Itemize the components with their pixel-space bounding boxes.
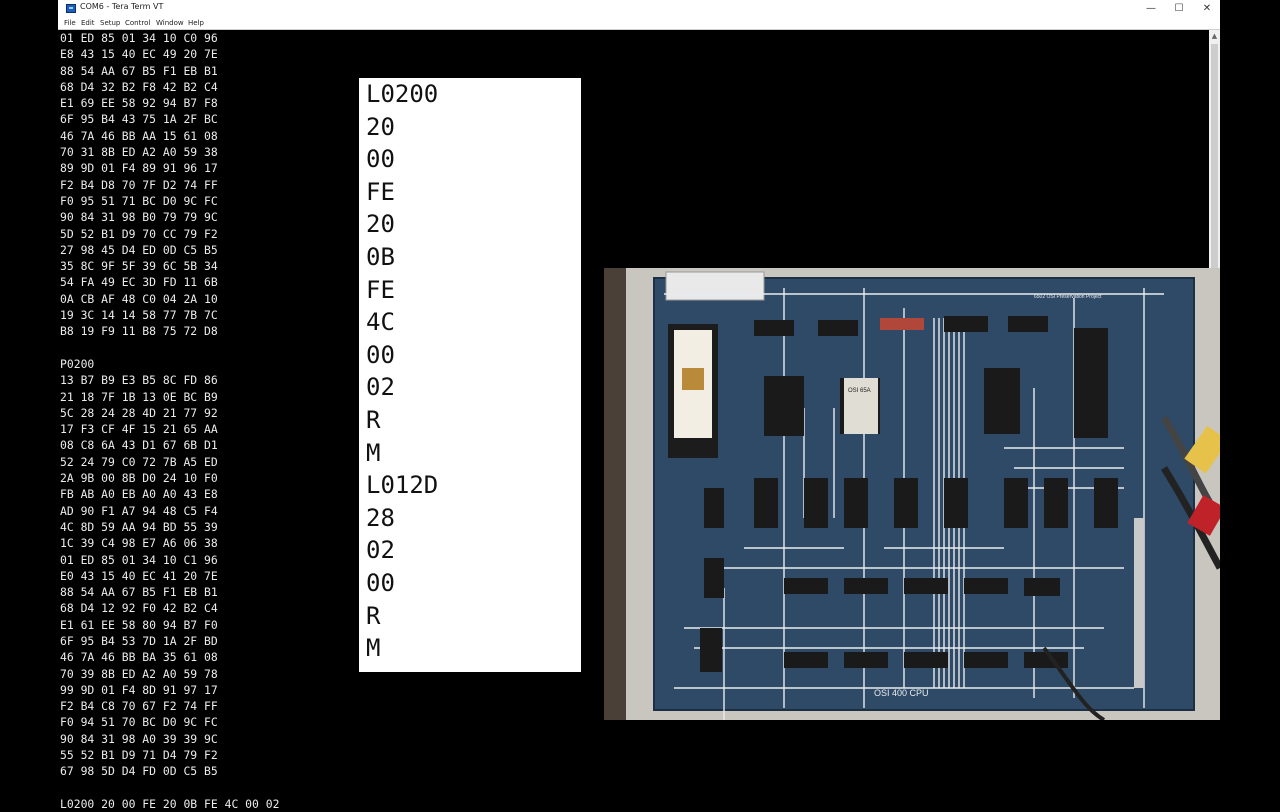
terminal-line: E8 43 15 40 EC 49 20 7E (60, 47, 218, 62)
terminal-line: 17 F3 CF 4F 15 21 65 AA (60, 422, 218, 437)
overlay-command-line: 20 (366, 112, 395, 141)
terminal-line: 01 ED 85 01 34 10 C0 96 (60, 31, 218, 45)
overlay-command-line: M (366, 438, 381, 467)
maximize-button[interactable]: ☐ (1174, 3, 1184, 14)
terminal-line: 2A 9B 00 8B D0 24 10 F0 (60, 471, 218, 486)
overlay-command-line: FE (366, 177, 395, 206)
minimize-button[interactable]: — (1146, 3, 1156, 14)
overlay-command-line: 28 (366, 503, 395, 532)
terminal-line: 70 31 8B ED A2 A0 59 38 (60, 145, 218, 160)
terminal-line: 27 98 45 D4 ED 0D C5 B5 (60, 242, 218, 257)
terminal-line: 5D 52 B1 D9 70 CC 79 F2 (60, 226, 218, 241)
terminal-line: 90 84 31 98 A0 39 39 9C (60, 731, 218, 746)
terminal-line: 4C 8D 59 AA 94 BD 55 39 (60, 519, 218, 534)
terminal-line: F2 B4 C8 70 67 F2 74 FF (60, 699, 218, 714)
overlay-command-line: L0200 (366, 80, 439, 108)
overlay-command-line: 02 (366, 373, 395, 402)
menu-control[interactable]: Control (125, 19, 151, 27)
overlay-command-line: 0B (366, 242, 395, 271)
terminal-line: 99 9D 01 F4 8D 91 97 17 (60, 682, 218, 697)
overlay-command-line: R (366, 601, 381, 630)
terminal-line: 35 8C 9F 5F 39 6C 5B 34 (60, 259, 218, 274)
menu-help[interactable]: Help (188, 19, 204, 27)
menu-file[interactable]: File (64, 19, 76, 27)
title-bar[interactable]: COM6 - Tera Term VT — ☐ ✕ (58, 0, 1220, 18)
terminal-line: 5C 28 24 28 4D 21 77 92 (60, 405, 218, 420)
terminal-line: 6F 95 B4 53 7D 1A 2F BD (60, 633, 218, 648)
menu-edit[interactable]: Edit (81, 19, 95, 27)
overlay-command-line: M (366, 634, 381, 663)
terminal-line: 1C 39 C4 98 E7 A6 06 38 (60, 536, 218, 551)
overlay-command-line: 00 (366, 145, 395, 174)
terminal-line: 01 ED 85 01 34 10 C1 96 (60, 552, 218, 567)
menu-bar: File Edit Setup Control Window Help (58, 17, 1220, 30)
overlay-command-line: L012D (366, 471, 439, 500)
terminal-line: 89 9D 01 F4 89 91 96 17 (60, 161, 218, 176)
overlay-command-line: 00 (366, 340, 395, 369)
terminal-line: 88 54 AA 67 B5 F1 EB B1 (60, 63, 218, 78)
terminal-line: FB AB A0 EB A0 A0 43 E8 (60, 487, 218, 502)
overlay-command-line: 00 (366, 568, 395, 597)
terminal-line: E1 69 EE 58 92 94 B7 F8 (60, 96, 218, 111)
terminal-line: 54 FA 49 EC 3D FD 11 6B (60, 275, 218, 290)
terminal-line: F2 B4 D8 70 7F D2 74 FF (60, 177, 218, 192)
overlay-command-line: R (366, 405, 381, 434)
overlay-command-line: 4C (366, 308, 395, 337)
terminal-line: 67 98 5D D4 FD 0D C5 B5 (60, 764, 218, 779)
board-silkscreen-label: OSI 400 CPU (874, 688, 929, 698)
window-title: COM6 - Tera Term VT (80, 2, 164, 11)
terminal-line: 90 84 31 98 B0 79 79 9C (60, 210, 218, 225)
edge-connector (665, 271, 765, 301)
terminal-line: 08 C8 6A 43 D1 67 6B D1 (60, 438, 218, 453)
terminal-line: 55 52 B1 D9 71 D4 79 F2 (60, 748, 218, 763)
terminal-line: 52 24 79 C0 72 7B A5 ED (60, 454, 218, 469)
terminal-line: E0 43 15 40 EC 41 20 7E (60, 568, 218, 583)
ic-chips (700, 316, 1118, 672)
terminal-line: AD 90 F1 A7 94 48 C5 F4 (60, 503, 218, 518)
terminal-line: 0A CB AF 48 C0 04 2A 10 (60, 291, 218, 306)
terminal-line: 68 D4 12 92 F0 42 B2 C4 (60, 601, 218, 616)
terminal-line: F0 95 51 71 BC D0 9C FC (60, 193, 218, 208)
terminal-output: 01 ED 85 01 34 10 C0 96 E8 43 15 40 EC 4… (60, 30, 279, 812)
chip-sticker-label: OSI 65A (848, 388, 871, 394)
tera-term-app-icon (66, 4, 76, 13)
terminal-line: 46 7A 46 BB BA 35 61 08 (60, 650, 218, 665)
cpu-board-illustration: OSI 65A 6502 OSI Preservation Project OS… (604, 268, 1220, 720)
terminal-line: 46 7A 46 BB AA 15 61 08 (60, 128, 218, 143)
terminal-line: L0200 20 00 FE 20 0B FE 4C 00 02 (60, 796, 280, 811)
terminal-line: E1 61 EE 58 80 94 B7 F0 (60, 617, 218, 632)
close-button[interactable]: ✕ (1202, 3, 1212, 14)
scroll-up-arrow-icon[interactable]: ▲ (1211, 32, 1218, 40)
terminal-line: 88 54 AA 67 B5 F1 EB B1 (60, 585, 218, 600)
cpu-board-photo: OSI 65A 6502 OSI Preservation Project OS… (604, 268, 1220, 720)
terminal-line: B8 19 F9 11 B8 75 72 D8 (60, 324, 218, 339)
terminal-line: 68 D4 32 B2 F8 42 B2 C4 (60, 79, 218, 94)
terminal-line: P0200 (60, 356, 95, 371)
terminal-line: 6F 95 B4 43 75 1A 2F BC (60, 112, 218, 127)
terminal-line: 70 39 8B ED A2 A0 59 78 (60, 666, 218, 681)
board-header-text: 6502 OSI Preservation Project (1034, 294, 1102, 300)
overlay-command-line: 02 (366, 536, 395, 565)
terminal-line: 13 B7 B9 E3 B5 8C FD 86 (60, 373, 218, 388)
terminal-line: 21 18 7F 1B 13 0E BC B9 (60, 389, 218, 404)
menu-window[interactable]: Window (156, 19, 184, 27)
terminal-line: F0 94 51 70 BC D0 9C FC (60, 715, 218, 730)
overlay-command-line: 20 (366, 210, 395, 239)
overlay-command-line: FE (366, 275, 395, 304)
terminal-line: 19 3C 14 14 58 77 7B 7C (60, 308, 218, 323)
scroll-thumb[interactable] (1211, 44, 1218, 269)
menu-setup[interactable]: Setup (100, 19, 121, 27)
